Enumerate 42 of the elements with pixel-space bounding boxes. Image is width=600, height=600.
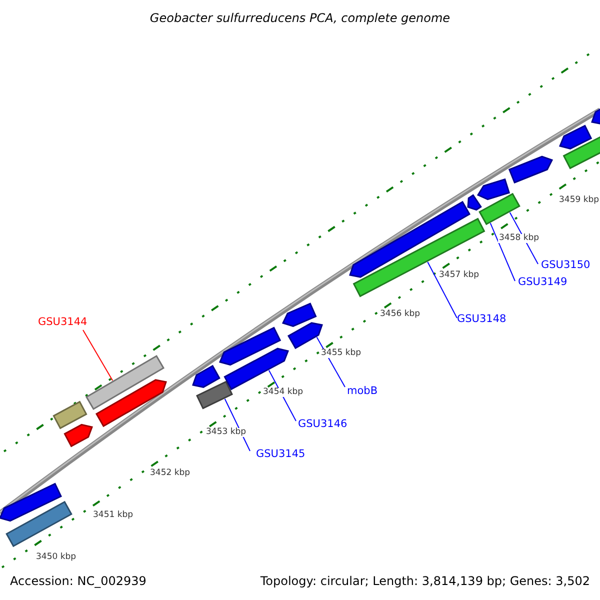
gene-bar [352,218,486,298]
gene-block [476,178,510,200]
gene-block [282,302,317,327]
gene-block [467,194,482,211]
scale-label: 3450 kbp [35,553,78,562]
gene-label: GSU3145 [256,449,306,460]
gene-label: mobB [347,386,378,396]
scale-label: 3455 kbp [320,349,362,358]
scale-label: 3458 kbp [498,234,540,242]
leader-line [427,262,458,318]
gene-label: GSU3150 [541,260,590,270]
gene-bar [478,192,520,226]
scale-label: 3459 kbp [558,196,600,204]
title: Geobacter sulfurreducens PCA, complete genome [148,12,452,24]
gene-bar [562,136,600,170]
genome-info-text: Topology: circular; Length: 3,814,139 bp; Genes: 3,502 [260,575,590,587]
gene-bar [85,354,165,410]
gene-block [192,364,220,388]
gene-label: GSU3148 [457,314,506,324]
gene-block [218,326,282,366]
scale-label: 3454 kbp [262,388,304,396]
scale-label: 3457 kbp [438,271,480,280]
leader-line [82,330,114,381]
gene-label: GSU3144 [38,317,88,328]
gene-label: GSU3146 [298,419,348,430]
scale-label: 3452 kbp [149,469,192,478]
leader-line [490,222,516,282]
scale-label: 3453 kbp [205,428,248,436]
gene-bar [196,380,233,410]
gene-bar [6,500,72,548]
gene-block [508,156,554,184]
gene-block [64,424,93,448]
gene-block [287,322,323,350]
gene-label: GSU3149 [518,277,568,288]
gene-block [591,106,600,125]
scale-label: 3451 kbp [92,511,134,520]
scale-label: 3456 kbp [379,310,422,318]
gene-block [558,124,592,150]
gene-bar [52,400,88,430]
gene-block [0,482,62,522]
accession-text: Accession: NC_002939 [10,575,146,587]
gene-block [95,379,167,428]
